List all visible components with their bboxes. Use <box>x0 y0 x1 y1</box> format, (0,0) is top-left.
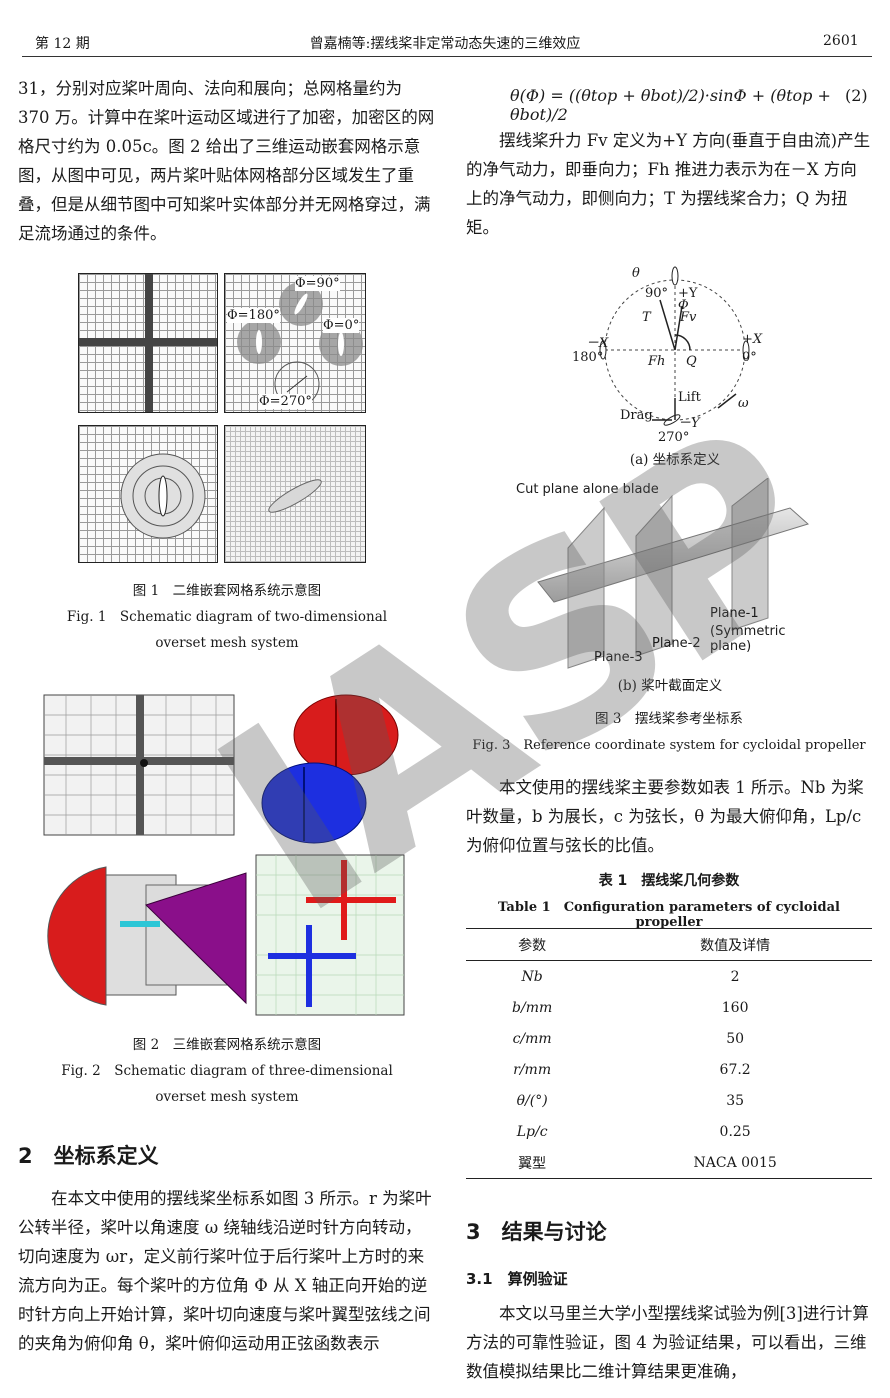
label-t: T <box>642 310 651 325</box>
fig2-caption-en-2: overset mesh system <box>155 1089 299 1105</box>
equation-number: (2) <box>845 86 868 105</box>
section-3-heading: 3 结果与讨论 <box>466 1220 607 1244</box>
label-plane-1: Plane-1 <box>710 606 759 621</box>
label-lift: Lift <box>678 390 701 405</box>
value-cell: 35 <box>726 1092 745 1109</box>
col-header-param: 参数 <box>518 937 547 954</box>
fig3-caption-en: Fig. 3 Reference coordinate system for c… <box>472 738 866 753</box>
label-theta: θ <box>632 266 640 281</box>
label-180: 180° <box>572 350 604 365</box>
fig2-mesh-illustration <box>43 694 405 1016</box>
left-paragraph-2: 在本文中使用的摆线桨坐标系如图 3 所示。r 为桨叶公转半径，桨叶以角速度 ω … <box>18 1189 432 1353</box>
page-number: 2601 <box>823 33 859 49</box>
table-row: Lp/c 0.25 <box>466 1116 872 1147</box>
left-paragraph-1: 31，分别对应桨叶周向、法向和展向；总网格量约为 370 万。计算中在桨叶运动区… <box>18 79 435 243</box>
label-0: 0° <box>742 350 757 365</box>
fig1-caption-en-2: overset mesh system <box>155 635 299 651</box>
label-270: 270° <box>658 430 690 445</box>
table-row: b/mm 160 <box>466 992 872 1023</box>
value-cell: 0.25 <box>719 1123 751 1140</box>
header-rule <box>22 56 872 58</box>
label-fh: Fh <box>648 354 666 369</box>
table-row: θ/(°) 35 <box>466 1085 872 1116</box>
param-cell: r/mm <box>513 1061 552 1078</box>
value-cell: 160 <box>721 999 749 1016</box>
phi-0-label: Φ=0° <box>323 318 360 333</box>
value-cell: 2 <box>730 968 740 985</box>
fig1-panel-rotor-grids: Φ=90° Φ=180° Φ=0° Φ=270° <box>224 273 366 413</box>
fig3b-blade-sections: Cut plane alone blade Plane-1 (Symmetric… <box>510 478 830 698</box>
right-paragraph-2: 本文使用的摆线桨主要参数如表 1 所示。Nb 为桨叶数量，b 为展长，c 为弦长… <box>466 778 864 855</box>
label-plus-y: +Y <box>678 286 698 301</box>
param-cell: b/mm <box>512 999 553 1016</box>
section-2-heading: 2 坐标系定义 <box>18 1144 159 1168</box>
table1: 参数 数值及详情 Nb 2 b/mm 160 c/mm 50 r/mm 67.2 <box>466 928 872 1179</box>
table1-title-cn: 表 1 摆线桨几何参数 <box>598 873 740 889</box>
table-row: 翼型 NACA 0015 <box>466 1147 872 1179</box>
fig3a-coordinate-diagram: θ Φ 90° +Y T Fv －X 180° +X 0° Fh Q Lift … <box>560 258 790 468</box>
fig1-panel-blade-grid <box>78 425 218 563</box>
label-drag: Drag <box>620 408 653 423</box>
label-fv: Fv <box>680 310 697 325</box>
fig3-caption-cn: 图 3 摆线桨参考坐标系 <box>595 711 743 727</box>
label-symmetric-plane: (Symmetric plane) <box>710 624 786 654</box>
param-cell: θ/(°) <box>516 1092 548 1109</box>
journal-issue: 第 12 期 <box>35 36 90 52</box>
label-minus-y: －Y <box>678 416 700 431</box>
fig2-caption-cn: 图 2 三维嵌套网格系统示意图 <box>132 1037 322 1053</box>
param-cell: c/mm <box>512 1030 552 1047</box>
label-plane-3: Plane-3 <box>594 650 643 665</box>
phi-180-label: Φ=180° <box>227 308 280 323</box>
phi-90-label: Φ=90° <box>295 276 340 291</box>
value-cell: NACA 0015 <box>693 1154 777 1171</box>
fig2-caption-en-1: Fig. 2 Schematic diagram of three-dimens… <box>61 1063 393 1079</box>
label-phi: Φ <box>678 298 689 313</box>
param-cell: Nb <box>521 968 543 985</box>
value-cell: 67.2 <box>719 1061 751 1078</box>
fig3a-caption: (a) 坐标系定义 <box>629 452 721 468</box>
phi-270-label: Φ=270° <box>259 394 312 409</box>
fig1-panel-blade-detail <box>224 425 366 563</box>
label-plus-x: +X <box>742 332 763 347</box>
table1-title-en: Table 1 Configuration parameters of cycl… <box>497 900 840 930</box>
label-minus-x: －X <box>586 336 609 351</box>
table-row: c/mm 50 <box>466 1023 872 1054</box>
table-row: r/mm 67.2 <box>466 1054 872 1085</box>
label-omega: ω <box>738 396 749 411</box>
col-header-value: 数值及详情 <box>700 937 771 954</box>
running-title: 曾嘉楠等:摆线桨非定常动态失速的三维效应 <box>309 36 581 52</box>
label-90: 90° <box>645 286 669 301</box>
fig3b-caption: (b) 桨叶截面定义 <box>617 678 723 694</box>
equation-2: θ(Φ) = ((θtop + θbot)/2)·sinΦ + (θtop + … <box>510 86 831 124</box>
right-paragraph-3: 本文以马里兰大学小型摆线桨试验为例[3]进行计算方法的可靠性验证，图 4 为验证… <box>466 1304 869 1381</box>
fig1-caption-en-1: Fig. 1 Schematic diagram of two-dimensio… <box>66 609 388 625</box>
section-3-1-heading: 3.1 算例验证 <box>466 1270 568 1288</box>
param-cell: Lp/c <box>516 1123 548 1140</box>
table-header-row: 参数 数值及详情 <box>466 928 872 961</box>
right-paragraph-1: 摆线桨升力 Fv 定义为+Y 方向(垂直于自由流)产生的净气动力，即垂向力；Fh… <box>466 131 871 237</box>
table-row: Nb 2 <box>466 961 872 993</box>
label-cut-plane: Cut plane alone blade <box>516 482 659 497</box>
param-cell: 翼型 <box>518 1155 547 1172</box>
value-cell: 50 <box>726 1030 745 1047</box>
fig1-panel-background-grid <box>78 273 218 413</box>
label-q: Q <box>686 354 697 369</box>
fig1-caption-cn: 图 1 二维嵌套网格系统示意图 <box>132 583 322 599</box>
label-plane-2: Plane-2 <box>652 636 701 651</box>
